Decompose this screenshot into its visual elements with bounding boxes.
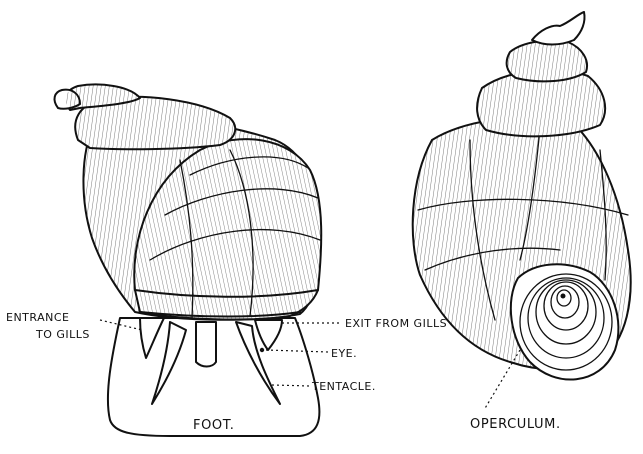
label-exit-from-gills: EXIT FROM GILLS <box>345 317 447 330</box>
label-entrance-line2: TO GILLS <box>35 328 90 341</box>
eye-dot <box>260 348 264 352</box>
label-operculum: OPERCULUM. <box>470 417 561 432</box>
label-eye: EYE. <box>331 347 357 360</box>
label-entrance-line1: ENTRANCE <box>6 311 69 324</box>
snout <box>196 322 216 367</box>
label-foot: FOOT. <box>193 418 234 433</box>
right-shell-apex <box>532 12 585 45</box>
label-tentacle: TENTACLE. <box>311 380 376 393</box>
left-snail <box>55 85 322 437</box>
